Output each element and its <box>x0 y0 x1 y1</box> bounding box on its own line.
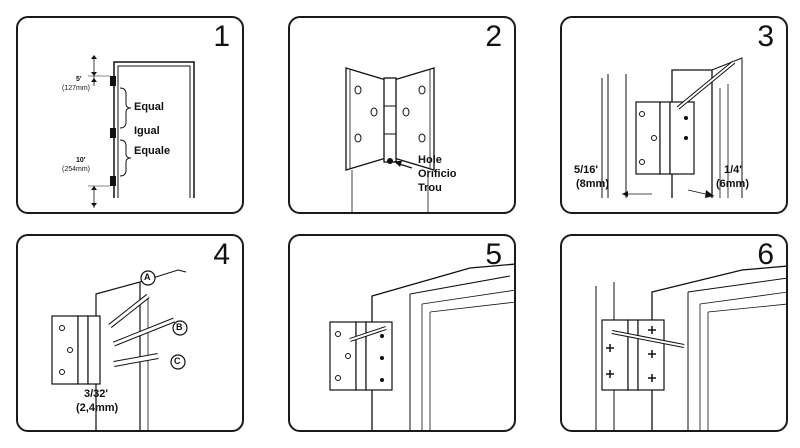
drill-size-label: 3/32' <box>84 388 109 400</box>
left-gap-label: 5/16' <box>574 164 599 176</box>
equal-label-en: Equal <box>134 101 164 113</box>
equal-label-fr: Equale <box>134 145 171 157</box>
left-gap-mm-label: (8mm) <box>576 178 610 190</box>
right-gap-mm-label: (6mm) <box>716 178 750 190</box>
top-distance-mm-label: (127mm) <box>62 85 91 92</box>
step-number: 5 <box>485 238 502 271</box>
equal-label-es: Igual <box>134 125 160 137</box>
tools-and-drill-diagram <box>51 269 188 430</box>
step-number: 4 <box>213 238 230 271</box>
door-screw-install-diagram <box>595 265 786 430</box>
tool-a-label: A <box>144 272 151 282</box>
bottom-distance-mm-label: (254mm) <box>62 166 91 173</box>
step-3-panel: 3 5/16' (8mm) 1/4' (6mm) <box>560 16 788 214</box>
step-number: 2 <box>485 20 502 53</box>
top-distance-label: 5' <box>76 76 82 83</box>
step-number: 3 <box>757 20 774 53</box>
step-6-panel: 6 <box>560 234 788 432</box>
hinge-marking-diagram <box>601 57 743 198</box>
step-2-panel: 2 Hole Orificio Trou <box>288 16 516 214</box>
drill-size-mm-label: (2,4mm) <box>76 402 119 414</box>
step-number: 6 <box>757 238 774 271</box>
step-4-panel: 4 A B C 3/32' (2,4mm) <box>16 234 244 432</box>
step-1-panel: 1 5' (127mm) 10' (254mm) Equal Igual Equ… <box>16 16 244 214</box>
tool-c-label: C <box>174 356 181 366</box>
right-gap-label: 1/4' <box>724 164 742 176</box>
frame-screw-install-diagram <box>329 263 514 430</box>
hole-label-es: Orificio <box>418 168 457 180</box>
door-hinge-placement-diagram <box>88 55 195 208</box>
bottom-distance-label: 10' <box>76 157 86 164</box>
hole-label-en: Hole <box>418 154 442 166</box>
tool-b-label: B <box>176 322 183 332</box>
step-number: 1 <box>213 20 230 53</box>
hinge-pin-hole-diagram <box>345 67 435 212</box>
hole-label-fr: Trou <box>418 182 442 194</box>
step-5-panel: 5 <box>288 234 516 432</box>
